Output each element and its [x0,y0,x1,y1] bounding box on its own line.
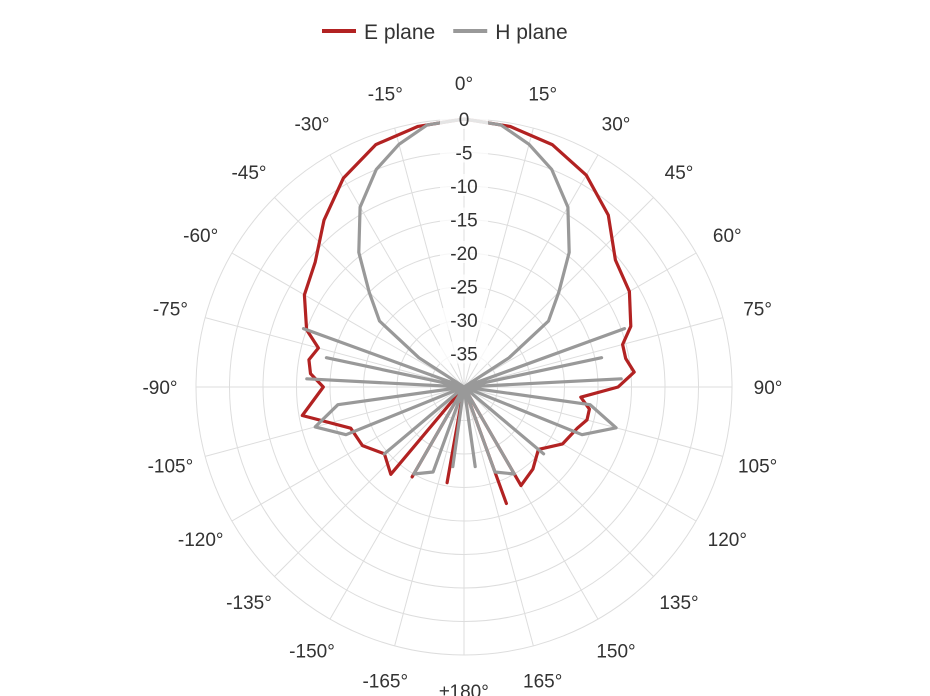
angle-tick-label: 105° [738,457,777,478]
grid-spoke [463,317,723,388]
angle-tick-label: -30° [294,115,329,136]
angle-tick-label: -150° [289,641,335,662]
radial-tick-label: -30 [450,311,477,332]
angle-tick-label: -105° [148,457,194,478]
radial-tick-label: -25 [450,278,477,299]
radial-label-bg [440,207,488,230]
radial-tick-label: -10 [450,177,477,198]
radial-tick-label: -35 [450,345,477,366]
angle-tick-label: -15° [368,84,403,105]
angle-tick-label: 45° [665,163,694,184]
radial-label-bg [440,107,488,129]
angle-tick-label: ±180° [439,682,489,696]
angle-tick-label: -60° [183,226,218,247]
angle-tick-label: -120° [178,530,224,551]
angle-tick-label: 75° [743,299,772,320]
grid-spoke [205,386,465,457]
angle-tick-label: 60° [713,226,742,247]
angle-tick-label: 90° [754,378,783,399]
radial-tick-label: -5 [456,144,473,165]
radial-label-bg [440,308,488,330]
radial-label-bg [440,140,488,163]
angle-tick-label: 30° [602,115,631,136]
legend: E plane H plane [322,21,568,44]
radial-tick-label: -15 [450,211,477,232]
grid-spoke [463,386,723,457]
grid-spoke [205,317,465,388]
angle-tick-label: 15° [528,84,557,105]
grid-spoke [463,386,697,522]
angle-tick-label: -135° [226,593,272,614]
grid-spoke [274,386,465,577]
angular-axis-labels: 0° 15° 30° 45° 60° 75° 90° 105° 120° 135° 150° 165°… [142,74,782,696]
grid-spoke [463,386,654,577]
angle-tick-label: 150° [596,641,635,662]
radial-axis-labels: 0 -5 -10 -15 -20 -25 -30 -35 [440,107,488,366]
legend-label: H plane [495,21,567,44]
radial-label-bg [440,174,488,196]
angle-tick-label: -75° [153,299,188,320]
grid-spoke [231,252,465,388]
legend-label: E plane [364,21,435,44]
grid-spoke [394,386,465,646]
grid-spoke [463,386,534,646]
angle-tick-label: -90° [142,378,177,399]
radial-tick-label: 0 [459,110,470,131]
angle-tick-label: 120° [708,530,747,551]
radial-tick-label: -20 [450,244,477,265]
angle-tick-label: 0° [455,74,473,95]
grid-spoke [231,386,465,522]
grid-spoke [463,252,697,388]
radial-label-bg [440,341,488,364]
radial-label-bg [440,241,488,263]
angle-tick-label: -45° [231,163,266,184]
angle-tick-label: -165° [362,672,408,693]
angle-tick-label: 165° [523,672,562,693]
radial-label-bg [440,274,488,297]
angle-tick-label: 135° [659,593,698,614]
